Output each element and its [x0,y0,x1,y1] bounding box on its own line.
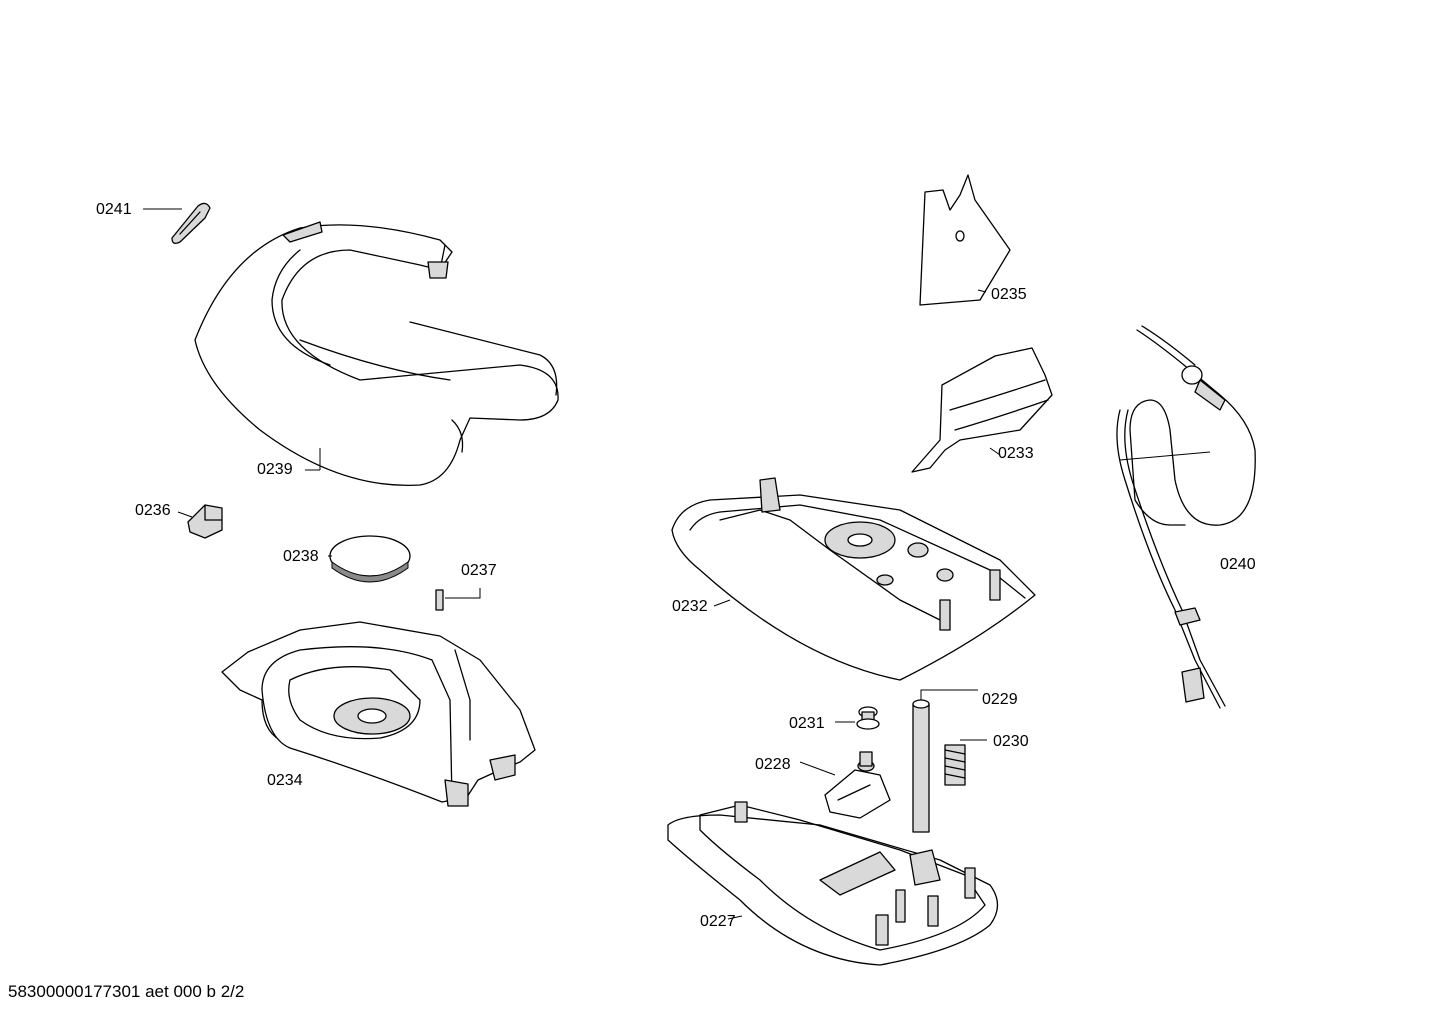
part-0238-dial [328,535,411,583]
part-0233-cover [911,347,1053,473]
part-0236-latch [177,504,223,539]
part-0240-power-cord [1116,325,1256,709]
document-id: 58300000177301 aet 000 b 2/2 [8,982,245,1001]
part-label-0231: 0231 [789,715,825,732]
part-0239-handle-shell [194,221,559,487]
part-label-0236: 0236 [135,502,171,519]
part-0237-screw [435,588,481,611]
part-label-0235: 0235 [991,286,1027,303]
part-0234-rear-housing [221,621,536,807]
part-label-0240: 0240 [1220,556,1256,573]
part-label-0228: 0228 [755,756,791,773]
part-0235-bracket [919,174,1011,306]
part-0230-spring [944,739,987,786]
part-label-0229: 0229 [982,691,1018,708]
part-0231-knob [835,706,880,730]
part-0228-thermostat [799,751,891,819]
part-label-0238: 0238 [283,548,319,565]
part-0227-soleplate [667,801,999,966]
part-label-0230: 0230 [993,733,1029,750]
part-label-0237: 0237 [461,562,497,579]
part-0241-clip [143,202,211,244]
part-label-0227: 0227 [700,913,736,930]
part-0232-soleplate-cover [671,477,1036,681]
part-label-0241: 0241 [96,201,132,218]
part-label-0239: 0239 [257,461,293,478]
part-label-0233: 0233 [998,445,1034,462]
part-label-0232: 0232 [672,598,708,615]
part-label-0234: 0234 [267,772,303,789]
part-0229-rod [912,689,978,833]
